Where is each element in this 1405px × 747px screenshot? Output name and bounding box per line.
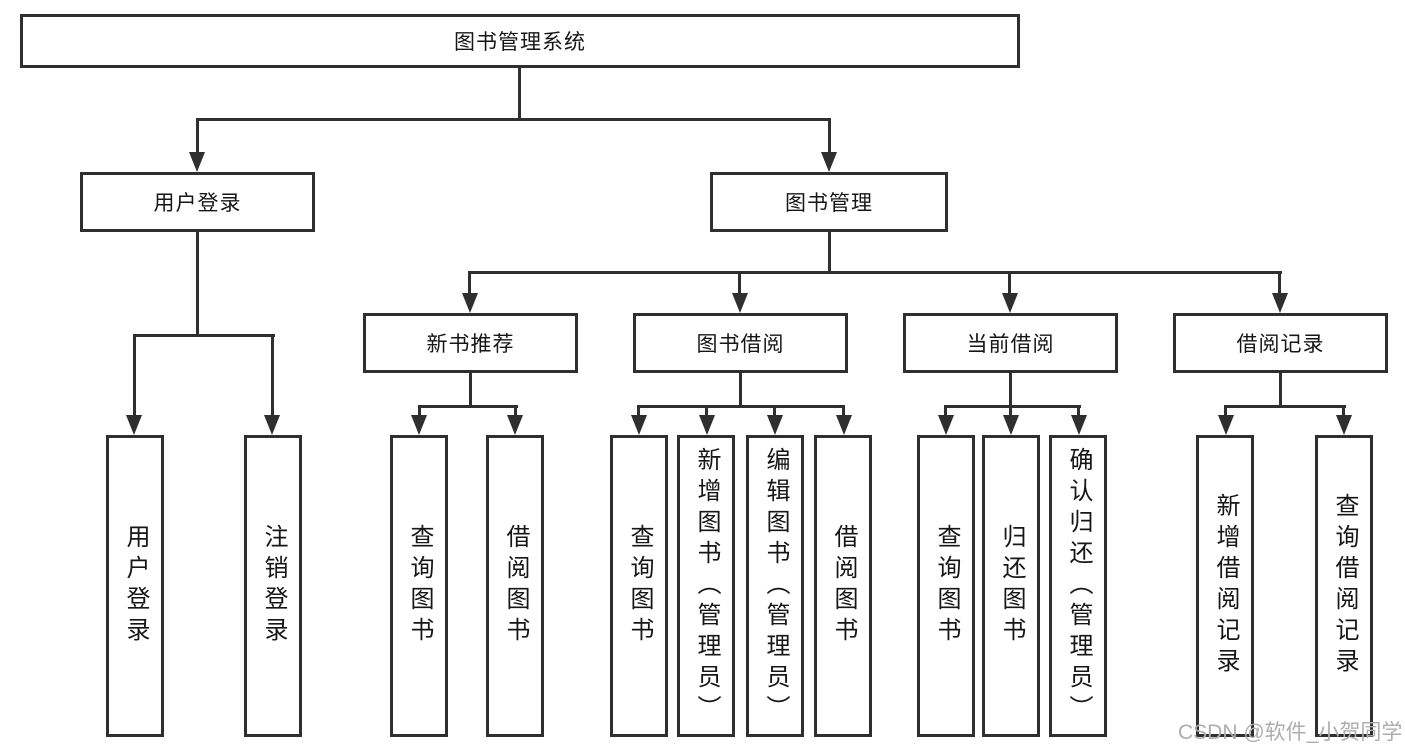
node-label: 图书管理: [785, 192, 873, 215]
connector-line: [1009, 405, 1012, 417]
node-label: 新书推荐: [426, 333, 515, 356]
leaf-query-books-borrow: 查询图书: [610, 435, 668, 737]
leaf-query-books-recommend: 查询图书: [390, 435, 448, 737]
leaf-logout: 注销登录: [244, 435, 302, 737]
node-current-borrow: 当前借阅: [903, 313, 1118, 373]
leaf-user-login: 用户登录: [106, 435, 164, 737]
node-new-book-recommend: 新书推荐: [363, 313, 578, 373]
leaf-label: 注销登录: [260, 524, 287, 648]
leaf-query-books-current: 查询图书: [917, 435, 975, 737]
arrow-down-icon: [767, 415, 783, 435]
connector-line: [705, 405, 708, 417]
leaf-label: 新增借阅记录: [1212, 493, 1239, 679]
leaf-label: 借阅图书: [502, 524, 529, 648]
arrow-down-icon: [732, 293, 748, 313]
connector-line: [1077, 405, 1080, 417]
leaf-label: 确认归还（管理员）: [1065, 446, 1092, 726]
node-book-management: 图书管理: [710, 172, 948, 232]
arrow-down-icon: [411, 415, 427, 435]
node-user-login: 用户登录: [80, 172, 315, 232]
connector-line: [739, 371, 742, 407]
connector-line: [828, 118, 831, 154]
arrow-down-icon: [1272, 293, 1288, 313]
connector-line: [514, 405, 517, 417]
connector-line: [1009, 371, 1012, 407]
leaf-label: 借阅图书: [830, 524, 857, 648]
node-label: 当前借阅: [966, 333, 1055, 356]
leaf-edit-books-admin: 编辑图书（管理员）: [746, 435, 804, 737]
connector-line: [828, 230, 831, 273]
leaf-add-books-admin: 新增图书（管理员）: [677, 435, 735, 737]
connector-line: [133, 334, 275, 337]
connector-line: [1224, 405, 1227, 417]
arrow-down-icon: [507, 415, 523, 435]
connector-line: [468, 271, 1282, 274]
arrow-down-icon: [938, 415, 954, 435]
node-label: 用户登录: [153, 192, 242, 215]
node-book-borrow: 图书借阅: [633, 313, 848, 373]
arrow-down-icon: [1003, 415, 1019, 435]
connector-line: [196, 230, 199, 336]
arrow-down-icon: [631, 415, 647, 435]
node-borrow-records: 借阅记录: [1173, 313, 1388, 373]
leaf-label: 编辑图书（管理员）: [762, 446, 789, 726]
node-label: 图书管理系统: [454, 31, 586, 54]
connector-line: [637, 405, 640, 417]
connector-line: [637, 405, 845, 408]
connector-line: [944, 405, 1081, 408]
connector-line: [196, 118, 199, 154]
arrow-down-icon: [189, 152, 205, 172]
leaf-query-borrow-record: 查询借阅记录: [1315, 435, 1373, 737]
arrow-down-icon: [1218, 415, 1234, 435]
connector-line: [418, 405, 421, 417]
connector-line: [469, 371, 472, 407]
connector-line: [271, 334, 274, 415]
leaf-label: 归还图书: [998, 524, 1025, 648]
connector-line: [133, 334, 136, 415]
arrow-down-icon: [1071, 415, 1087, 435]
leaf-return-books: 归还图书: [982, 435, 1040, 737]
csdn-watermark: CSDN @软件_小贺同学: [1178, 721, 1403, 744]
arrow-down-icon: [836, 415, 852, 435]
connector-line: [842, 405, 845, 417]
connector-line: [738, 271, 741, 295]
connector-line: [468, 271, 471, 295]
connector-line: [944, 405, 947, 417]
leaf-label: 新增图书（管理员）: [693, 446, 720, 726]
leaf-borrow-books: 借阅图书: [814, 435, 872, 737]
arrow-down-icon: [1336, 415, 1352, 435]
leaf-label: 查询借阅记录: [1331, 493, 1358, 679]
leaf-label: 查询图书: [933, 524, 960, 648]
arrow-down-icon: [1002, 293, 1018, 313]
leaf-label: 查询图书: [626, 524, 653, 648]
leaf-add-borrow-record: 新增借阅记录: [1196, 435, 1254, 737]
arrow-down-icon: [264, 415, 280, 435]
connector-line: [773, 405, 776, 417]
leaf-label: 查询图书: [406, 524, 433, 648]
leaf-label: 用户登录: [122, 524, 149, 648]
connector-line: [1278, 271, 1281, 295]
arrow-down-icon: [821, 152, 837, 172]
connector-line: [518, 66, 521, 120]
connector-line: [196, 118, 831, 121]
connector-line: [1279, 371, 1282, 407]
connector-line: [1224, 405, 1346, 408]
leaf-confirm-return-admin: 确认归还（管理员）: [1049, 435, 1107, 737]
arrow-down-icon: [462, 293, 478, 313]
connector-line: [1008, 271, 1011, 295]
connector-line: [1342, 405, 1345, 417]
arrow-down-icon: [699, 415, 715, 435]
leaf-borrow-books-recommend: 借阅图书: [486, 435, 544, 737]
connector-line: [418, 405, 518, 408]
arrow-down-icon: [126, 415, 142, 435]
node-label: 借阅记录: [1236, 333, 1325, 356]
node-root-library-system: 图书管理系统: [20, 14, 1020, 68]
node-label: 图书借阅: [696, 333, 785, 356]
